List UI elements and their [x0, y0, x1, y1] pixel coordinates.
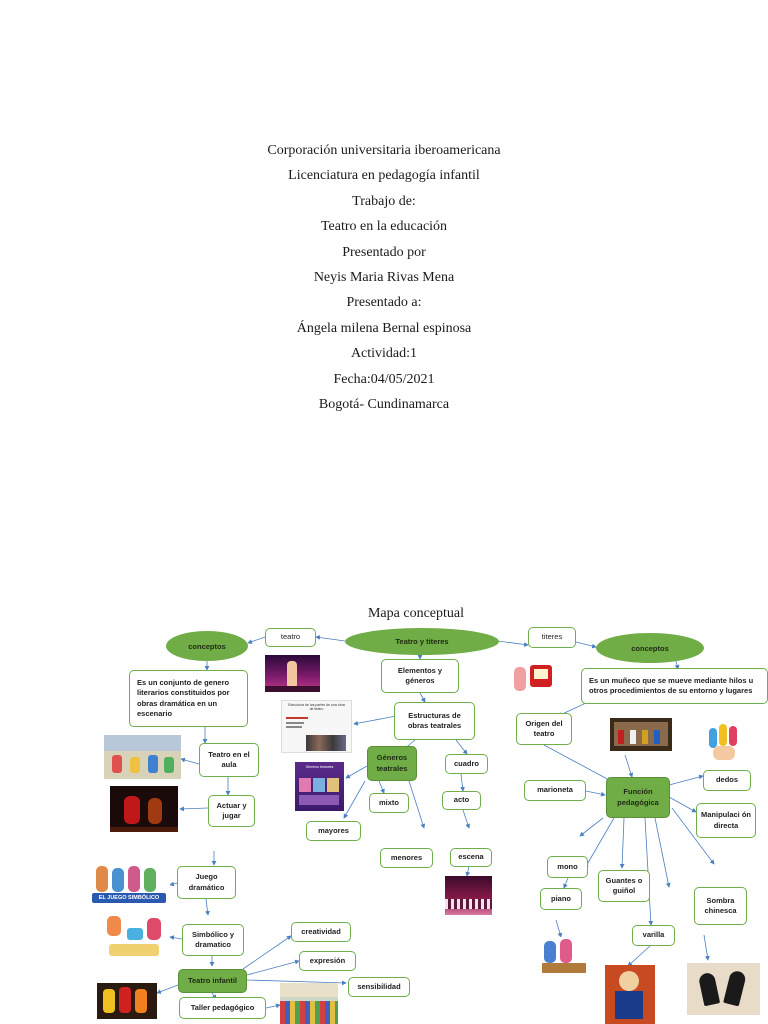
node-mayores: mayores	[306, 821, 361, 841]
slide-generos-teatrales: Géneros teatrales	[295, 762, 344, 811]
node-acto: acto	[442, 791, 481, 810]
slide-estructura: Estructura de las partes de una obra de …	[281, 700, 352, 753]
image-sombra-chinesca	[687, 963, 760, 1015]
map-title: Mapa conceptual	[367, 606, 464, 621]
node-escena: escena	[450, 848, 492, 867]
cover-block: Corporación universitaria iberoamericana…	[0, 138, 768, 417]
presented-to-label: Presentado a:	[346, 295, 422, 311]
image-children-playing	[101, 910, 168, 963]
subject-name: Teatro en la educación	[320, 219, 448, 235]
node-conceptos-left: conceptos	[166, 631, 248, 661]
node-sensibilidad: sensibilidad	[348, 977, 410, 997]
node-titeres: titeres	[528, 627, 576, 648]
node-taller-pedagogico: Taller pedagógico	[179, 997, 266, 1019]
photo-teatro-stage	[265, 655, 320, 692]
image-finger-puppets	[705, 720, 745, 764]
node-teatro: teatro	[265, 628, 316, 647]
date-text: Fecha:04/05/2021	[333, 371, 435, 387]
node-piano: piano	[540, 888, 582, 910]
node-marioneta: marioneta	[524, 780, 586, 801]
image-kids-piano	[540, 937, 589, 975]
node-estructuras: Estructuras de obras teatrales	[394, 702, 475, 740]
node-conceptos-right: conceptos	[596, 633, 704, 663]
work-label: Trabajo de:	[352, 193, 416, 209]
node-juego-dramatico: Juego dramático	[177, 866, 236, 899]
photo-teatro-infantil	[97, 983, 157, 1019]
author-name: Neyis Maria Rivas Mena	[313, 269, 455, 285]
institution-name: Corporación universitaria iberoamericana	[267, 143, 501, 158]
node-teatro-aula: Teatro en el aula	[199, 743, 259, 777]
node-dedos: dedos	[703, 770, 751, 791]
node-manipulacion-directa: Manipulaci ón directa	[696, 803, 756, 838]
activity-number: Actividad:1	[350, 346, 418, 362]
node-mono: mono	[547, 856, 588, 878]
node-simbolico-dramatico: Simbólico y dramatico	[182, 924, 244, 956]
node-expresion: expresión	[299, 951, 356, 971]
photo-actuar	[110, 786, 178, 832]
center-node-teatro-titeres: Teatro y titeres	[345, 628, 499, 655]
node-definicion-titeres: Es un muñeco que se mueve mediante hilos…	[581, 668, 768, 704]
node-sombra-chinesca: Sombra chinesca	[694, 887, 747, 925]
node-guantes-guinol: Guantes o guiñol	[598, 870, 650, 902]
program-name: Licenciatura en pedagogía infantil	[288, 168, 480, 184]
node-origen-teatro: Origen del teatro	[516, 713, 572, 745]
node-definicion-teatro: Es un conjunto de genero literarios cons…	[129, 670, 248, 727]
photo-classroom	[104, 735, 181, 779]
image-juego-simbolico: EL JUEGO SIMBÓLICO	[90, 864, 170, 905]
node-menores: menores	[380, 848, 433, 868]
photo-escena	[445, 876, 492, 915]
node-actuar-jugar: Actuar y jugar	[208, 795, 255, 827]
node-mixto: mixto	[369, 793, 409, 813]
teacher-name: Ángela milena Bernal espinosa	[296, 320, 472, 336]
photo-origen-teatro-stage	[610, 718, 672, 751]
presented-by-label: Presentado por	[342, 244, 426, 260]
image-kids-puppets	[512, 661, 556, 694]
node-funcion-pedagogica: Función pedagógica	[606, 777, 670, 818]
node-creatividad: creatividad	[291, 922, 351, 942]
node-generos-teatrales: Géneros teatrales	[367, 746, 417, 781]
city-text: Bogotá- Cundinamarca	[318, 396, 450, 412]
node-elementos-generos: Elementos y géneros	[381, 659, 459, 693]
photo-taller-group	[280, 983, 338, 1024]
photo-varilla-puppet	[605, 965, 655, 1024]
node-varilla: varilla	[632, 925, 675, 946]
node-teatro-infantil: Teatro infantil	[178, 969, 247, 993]
node-cuadro: cuadro	[445, 754, 488, 774]
